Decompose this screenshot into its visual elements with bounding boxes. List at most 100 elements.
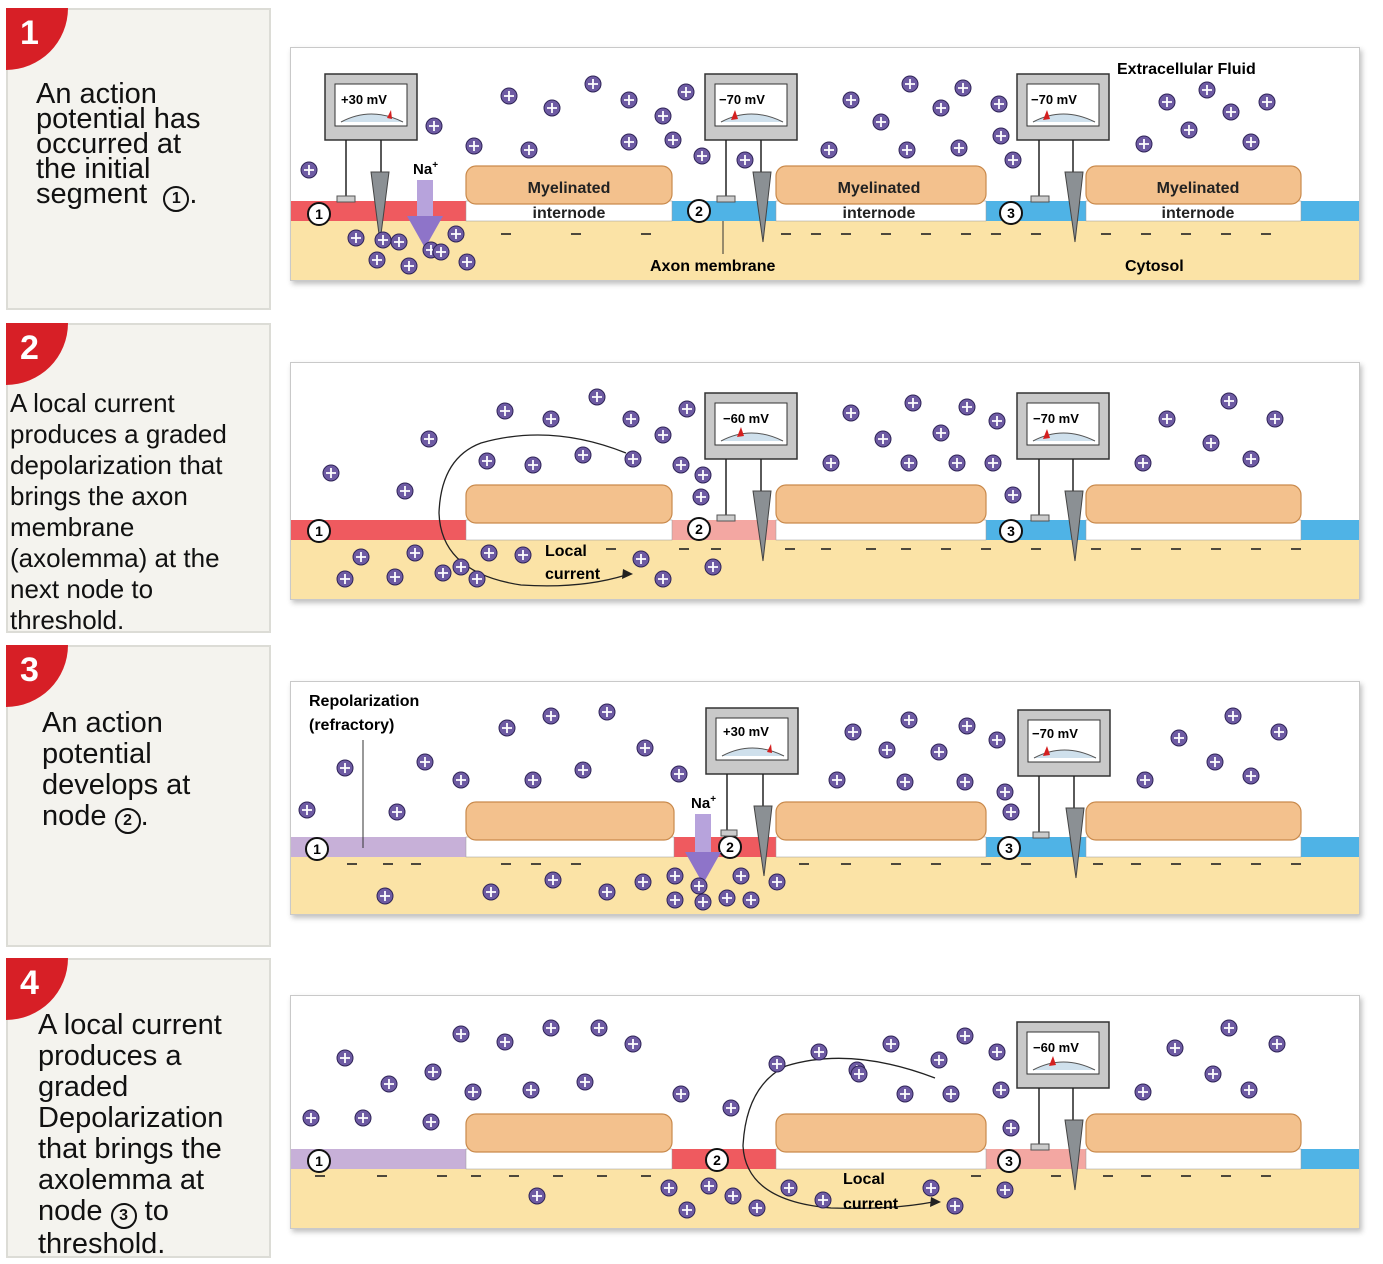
positive-ion <box>678 1201 696 1219</box>
positive-ion <box>878 741 896 759</box>
positive-ion <box>1166 1039 1184 1057</box>
positive-ion <box>542 707 560 725</box>
svg-text:2: 2 <box>726 839 734 855</box>
positive-ion <box>1002 1119 1020 1137</box>
positive-ion <box>620 133 638 151</box>
step-4-text: A local current produces a graded Depola… <box>38 1009 224 1260</box>
positive-ion <box>1198 81 1216 99</box>
node-4-membrane <box>1301 520 1359 540</box>
positive-ion <box>420 430 438 448</box>
cytosol-region <box>291 856 1359 914</box>
step-1-text: An action potential has occurred at the … <box>36 78 201 212</box>
positive-ion <box>672 456 690 474</box>
positive-ion <box>748 1199 766 1217</box>
positive-ion <box>1134 454 1152 472</box>
local-current-label-1: Local <box>545 543 587 560</box>
positive-ion <box>390 233 408 251</box>
svg-text:1: 1 <box>313 841 321 857</box>
positive-ions <box>322 388 1284 588</box>
positive-ion <box>896 773 914 791</box>
positive-ion <box>992 1081 1010 1099</box>
positive-ion <box>990 95 1008 113</box>
positive-ion <box>693 147 711 165</box>
positive-ion <box>660 1179 678 1197</box>
myelin-sheath-2 <box>775 801 987 858</box>
positive-ion <box>478 452 496 470</box>
svg-text:−70 mV: −70 mV <box>719 92 765 107</box>
positive-ion <box>690 877 708 895</box>
positive-ion <box>677 83 695 101</box>
svg-text:1: 1 <box>315 206 323 222</box>
step-3-text: An action potential develops at node 2. <box>42 707 191 834</box>
node-label-1: 1 <box>307 202 331 226</box>
step-2-box <box>6 323 271 633</box>
svg-text:1: 1 <box>315 523 323 539</box>
myelin-sheath-3 <box>1085 1113 1302 1170</box>
myelin-sheath-2 <box>775 1113 987 1170</box>
positive-ion <box>898 141 916 159</box>
positive-ion <box>654 107 672 125</box>
positive-ion <box>666 891 684 909</box>
local-current-label-1: Local <box>843 1171 885 1188</box>
positive-ion <box>376 887 394 905</box>
axon-diagram-4: 1 2 3 −60 mV Local current <box>291 1019 1359 1228</box>
node-label-2: 2 <box>705 1148 729 1172</box>
positive-ion <box>388 803 406 821</box>
positive-ion <box>1204 1065 1222 1083</box>
svg-text:−60 mV: −60 mV <box>723 411 769 426</box>
node-4-membrane <box>1301 1149 1359 1169</box>
svg-text:−60 mV: −60 mV <box>1033 1040 1079 1055</box>
node-ref-2: 2 <box>114 808 141 834</box>
positive-ion <box>380 1075 398 1093</box>
positive-ion <box>666 867 684 885</box>
positive-ion <box>1158 93 1176 111</box>
positive-ion <box>542 1019 560 1037</box>
axon-diagram-1: Myelinated internode Myelinated internod… <box>291 61 1359 280</box>
positive-ion <box>322 464 340 482</box>
positive-ion <box>722 1099 740 1117</box>
positive-ion <box>1222 103 1240 121</box>
local-current-arrow <box>742 1057 941 1210</box>
positive-ion <box>598 883 616 901</box>
svg-text:2: 2 <box>695 521 703 537</box>
cytosol-label: Cytosol <box>1125 258 1184 275</box>
positive-ion <box>542 410 560 428</box>
positive-ion <box>574 761 592 779</box>
positive-ion <box>694 893 712 911</box>
positive-ion <box>768 1055 786 1073</box>
positive-ion <box>514 546 532 564</box>
voltmeter-3: −70 mV <box>1016 73 1110 243</box>
node-label-3: 3 <box>999 519 1023 543</box>
positive-ion <box>632 550 650 568</box>
positive-ion <box>842 91 860 109</box>
positive-ion <box>814 1191 832 1209</box>
node-1-membrane <box>291 837 466 857</box>
positive-ions <box>300 75 1276 275</box>
positive-ion <box>882 1035 900 1053</box>
voltmeter-3: −70 mV <box>1016 392 1110 562</box>
positive-ion <box>904 394 922 412</box>
panel-4: 1 2 3 −60 mV Local current <box>290 995 1360 1229</box>
positive-ion <box>1136 771 1154 789</box>
svg-text:internode: internode <box>533 205 606 222</box>
na-influx-arrow: Na+ <box>685 794 721 884</box>
positive-ion <box>736 151 754 169</box>
positive-ion <box>396 482 414 500</box>
repolarization-label: Repolarization <box>309 693 419 710</box>
svg-text:internode: internode <box>1162 205 1235 222</box>
positive-ion <box>1220 1019 1238 1037</box>
positive-ion <box>300 161 318 179</box>
myelin-sheath-1 <box>465 1113 673 1170</box>
positive-ion <box>1220 392 1238 410</box>
positive-ion <box>524 771 542 789</box>
node-label-3: 3 <box>997 836 1021 860</box>
positive-ion <box>900 454 918 472</box>
positive-ion <box>522 1081 540 1099</box>
positive-ion <box>447 225 465 243</box>
node-ref-3: 3 <box>110 1203 137 1229</box>
positive-ion <box>1266 410 1284 428</box>
voltmeter-2: +30 mV <box>705 707 799 877</box>
positive-ion <box>942 1085 960 1103</box>
positive-ion <box>694 466 712 484</box>
positive-ion <box>496 1033 514 1051</box>
